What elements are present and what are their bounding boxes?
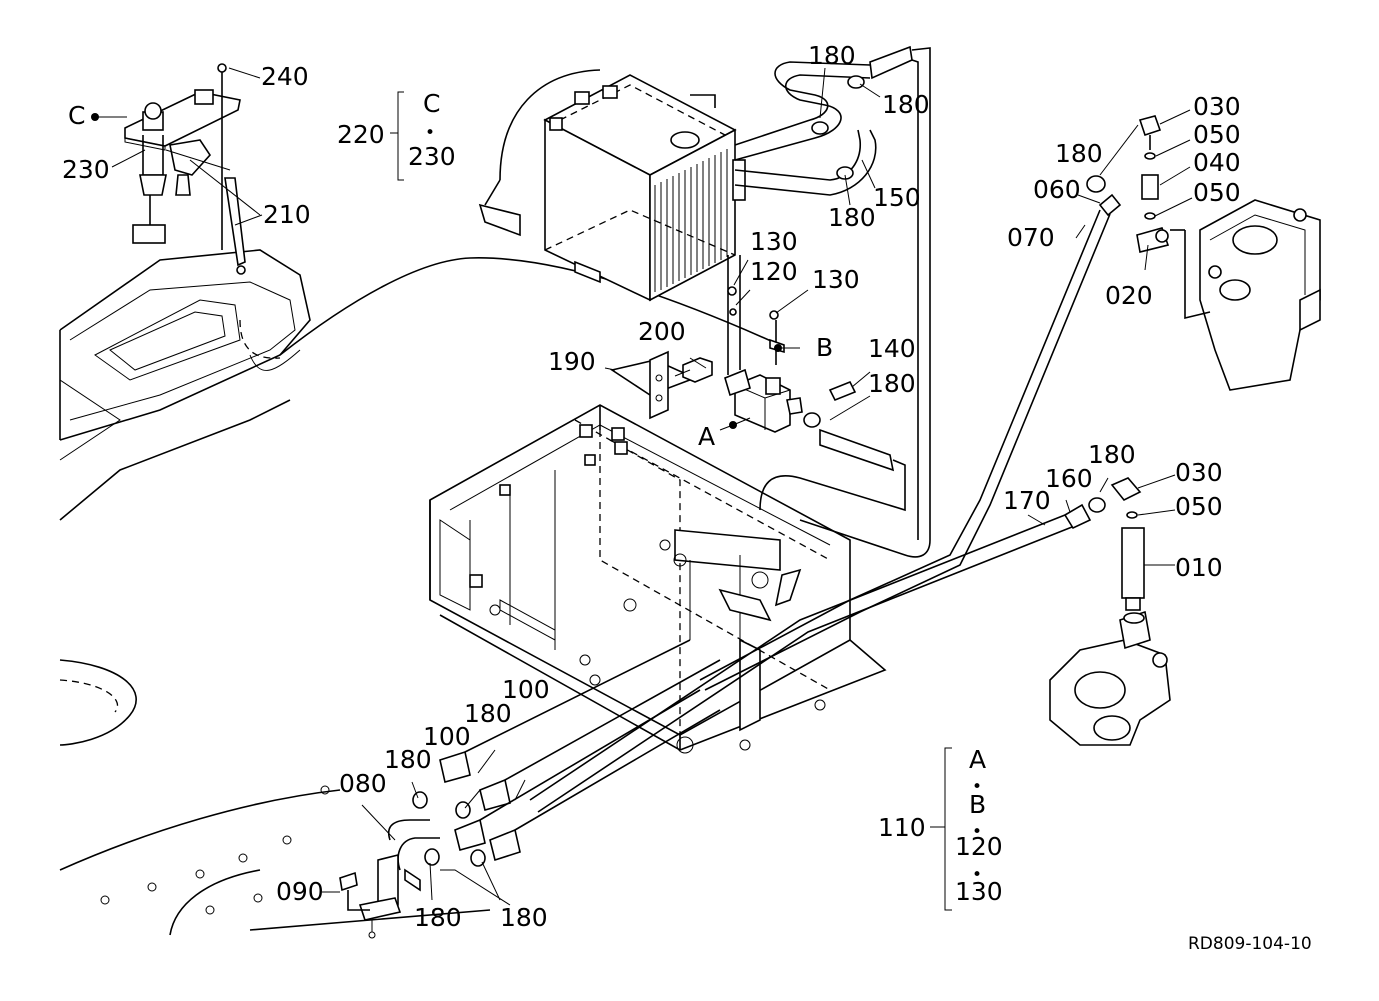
label-100-b: 100 (423, 722, 471, 751)
label-180-g: 180 (464, 699, 512, 728)
group-110-120: 120 (955, 832, 1003, 861)
label-160: 160 (1045, 464, 1093, 493)
label-020: 020 (1105, 281, 1153, 310)
label-200: 200 (638, 317, 686, 346)
label-110: 110 (878, 813, 926, 842)
leader-lines (91, 67, 1193, 911)
label-180-d: 180 (868, 369, 916, 398)
label-180-c: 180 (828, 203, 876, 232)
switch-assembly-230 (124, 63, 261, 275)
oil-cooler (478, 69, 746, 302)
group-110-a: A (969, 745, 986, 774)
label-090: 090 (276, 877, 324, 906)
label-050-a: 050 (1193, 120, 1241, 149)
cooler-fins (654, 149, 728, 292)
water-pump (1049, 610, 1171, 746)
label-230: 230 (62, 155, 110, 184)
label-220: 220 (337, 120, 385, 149)
marker-c: C (68, 101, 85, 130)
label-180-h: 180 (384, 745, 432, 774)
label-180-a: 180 (808, 41, 856, 70)
bracket-190 (610, 350, 713, 420)
label-040: 040 (1193, 148, 1241, 177)
callout-labels: 240 C 230 210 220 C • 230 180 180 180 15… (62, 41, 1312, 954)
label-030-b: 030 (1175, 458, 1223, 487)
group-220-c: C (423, 89, 440, 118)
group-220-230: 230 (408, 142, 456, 171)
group-110-b: B (969, 790, 986, 819)
group-110-dot-3: • (972, 865, 982, 885)
fitting-stack-010 (1110, 477, 1145, 611)
label-210: 210 (263, 200, 311, 229)
label-180-f: 180 (1088, 440, 1136, 469)
label-140: 140 (868, 334, 916, 363)
label-100-a: 100 (502, 675, 550, 704)
label-060: 060 (1033, 175, 1081, 204)
hose-150 (734, 45, 931, 558)
label-080: 080 (339, 769, 387, 798)
pipe-060-070 (699, 175, 1122, 691)
label-130-a: 130 (750, 227, 798, 256)
group-110-dot-1: • (972, 777, 982, 797)
label-240: 240 (261, 62, 309, 91)
label-180-i: 180 (414, 903, 462, 932)
group-220-dot: • (425, 123, 435, 143)
label-180-b: 180 (882, 90, 930, 119)
cable-routing (249, 257, 781, 371)
fitting-stack-020-040 (1136, 115, 1170, 253)
label-150: 150 (873, 183, 921, 212)
label-180-e: 180 (1055, 139, 1103, 168)
group-110-130: 130 (955, 877, 1003, 906)
label-120: 120 (750, 257, 798, 286)
bracket-080 (339, 819, 511, 939)
group-110-dot-2: • (972, 822, 982, 842)
label-050-c: 050 (1175, 492, 1223, 521)
drawing-id: RD809-104-10 (1188, 934, 1312, 954)
pump-housing-upper (1170, 199, 1321, 391)
main-frame (429, 404, 887, 754)
floor-plate (59, 659, 491, 936)
label-010: 010 (1175, 553, 1223, 582)
marker-b: B (816, 333, 833, 362)
label-130-b: 130 (812, 265, 860, 294)
label-190: 190 (548, 347, 596, 376)
lower-hoses-100 (412, 639, 721, 867)
hose-140-180 (759, 380, 906, 512)
pipe-160-170 (529, 497, 1106, 813)
valve-assembly (724, 255, 803, 433)
label-070: 070 (1007, 223, 1055, 252)
label-030-a: 030 (1193, 92, 1241, 121)
label-180-j: 180 (500, 903, 548, 932)
seat-panel-outline (59, 249, 311, 521)
marker-a: A (698, 422, 715, 451)
label-170: 170 (1003, 486, 1051, 515)
label-050-b: 050 (1193, 178, 1241, 207)
